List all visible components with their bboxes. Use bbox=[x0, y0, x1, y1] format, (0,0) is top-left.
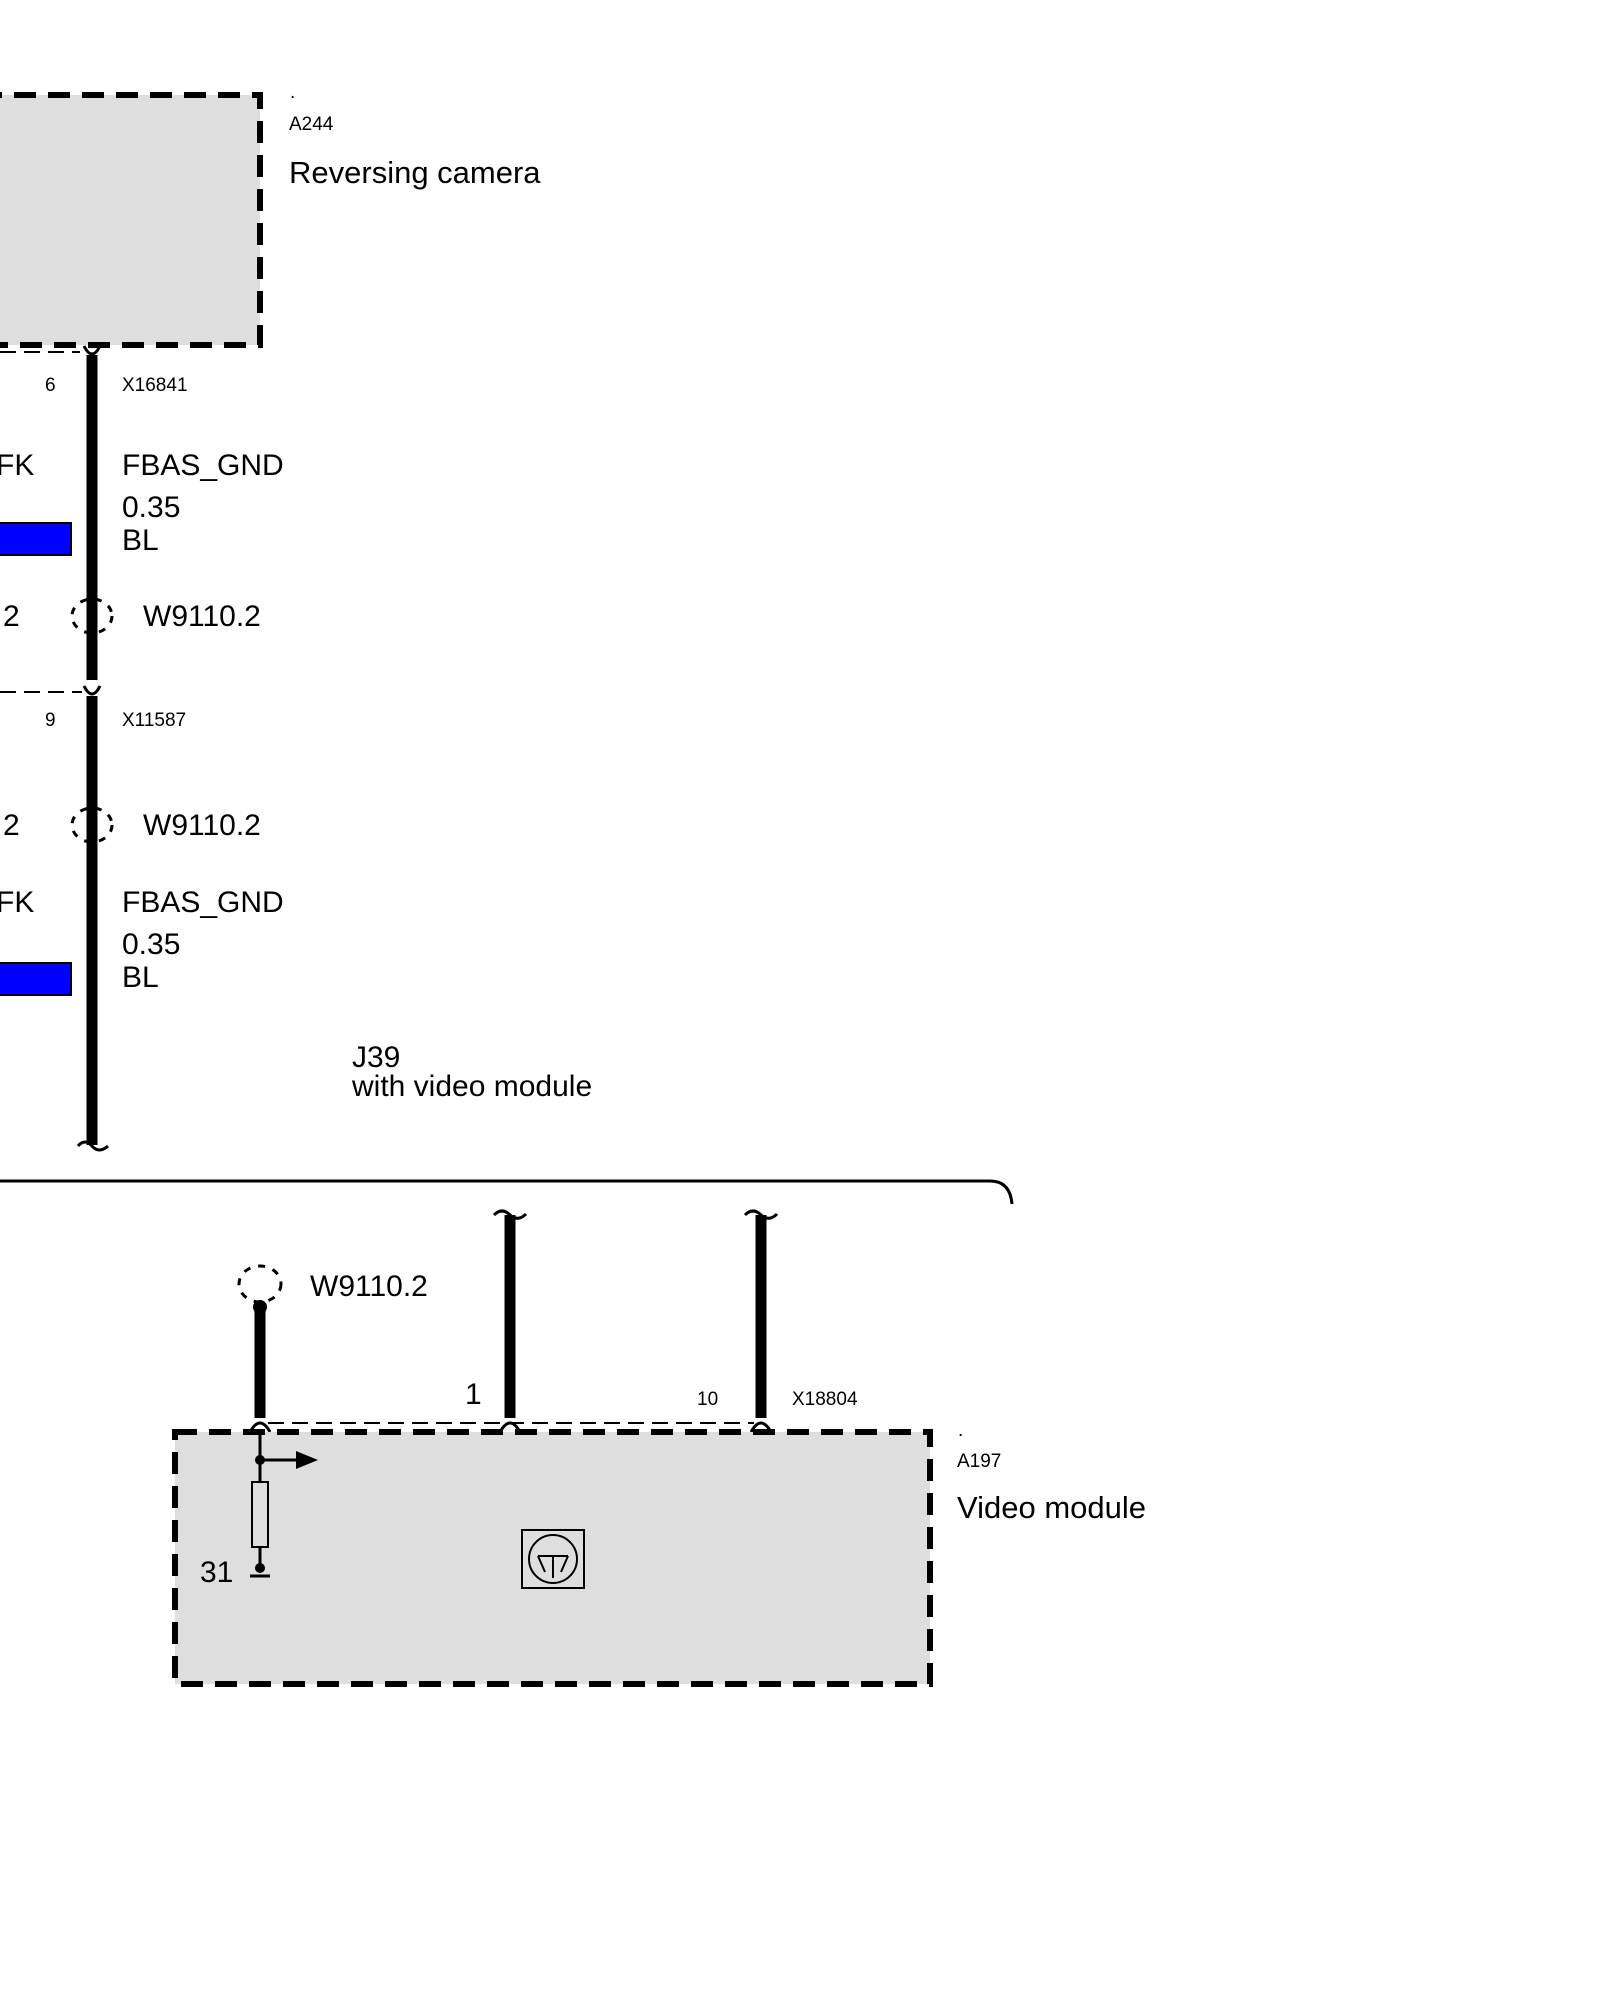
video-module-name: Video module bbox=[957, 1490, 1146, 1525]
upper-color-swatch bbox=[0, 522, 72, 556]
x18804-pin-10: 10 bbox=[697, 1389, 718, 1410]
internal-arrow-icon bbox=[296, 1451, 318, 1469]
upper-signal: FBAS_GND bbox=[122, 449, 284, 482]
x18804-id: X18804 bbox=[792, 1389, 858, 1410]
camera-name: Reversing camera bbox=[289, 155, 541, 190]
reversing-camera-box[interactable] bbox=[0, 92, 263, 348]
option-bracket bbox=[0, 1179, 1014, 1205]
wire-break-symbol-camera bbox=[76, 1140, 109, 1152]
control-unit-icon bbox=[521, 1529, 585, 1589]
camera-ref: A244 bbox=[289, 114, 334, 135]
option-code: J39 bbox=[352, 1041, 400, 1074]
camera-dot: . bbox=[290, 82, 295, 103]
x16841-pin: 6 bbox=[45, 375, 56, 396]
x11587-pin: 9 bbox=[45, 710, 56, 731]
video-module-ref: A197 bbox=[957, 1451, 1001, 1472]
x11587-id: X11587 bbox=[122, 710, 186, 731]
lower-left-signal-partial: FK bbox=[0, 886, 34, 919]
video-shield-symbol bbox=[237, 1264, 283, 1304]
option-description: with video module bbox=[351, 1070, 592, 1103]
video-shield-label: W9110.2 bbox=[310, 1270, 428, 1303]
lower-shield-symbol bbox=[70, 806, 114, 844]
x16841-id: X16841 bbox=[122, 375, 188, 396]
upper-left-signal-partial: FK bbox=[0, 449, 34, 482]
ground-node bbox=[255, 1563, 265, 1573]
upper-shield: W9110.2 bbox=[143, 600, 261, 633]
x16841-pin-hook bbox=[82, 345, 102, 356]
upper-gauge: 0.35 bbox=[122, 491, 180, 524]
lower-shield: W9110.2 bbox=[143, 809, 261, 842]
video-module-dot: . bbox=[958, 1420, 963, 1441]
lower-left-shield-partial: 2 bbox=[3, 809, 20, 842]
lower-signal: FBAS_GND bbox=[122, 886, 284, 919]
x18804-pin-1: 1 bbox=[465, 1378, 482, 1411]
upper-shield-symbol bbox=[70, 597, 114, 635]
ground-terminal: 31 bbox=[200, 1556, 233, 1589]
lower-color-code: BL bbox=[122, 961, 159, 994]
lower-color-swatch bbox=[0, 962, 72, 996]
lower-gauge: 0.35 bbox=[122, 928, 180, 961]
x11587-pin-hook bbox=[82, 685, 102, 696]
upper-color-code: BL bbox=[122, 524, 159, 557]
upper-left-shield-partial: 2 bbox=[3, 600, 20, 633]
